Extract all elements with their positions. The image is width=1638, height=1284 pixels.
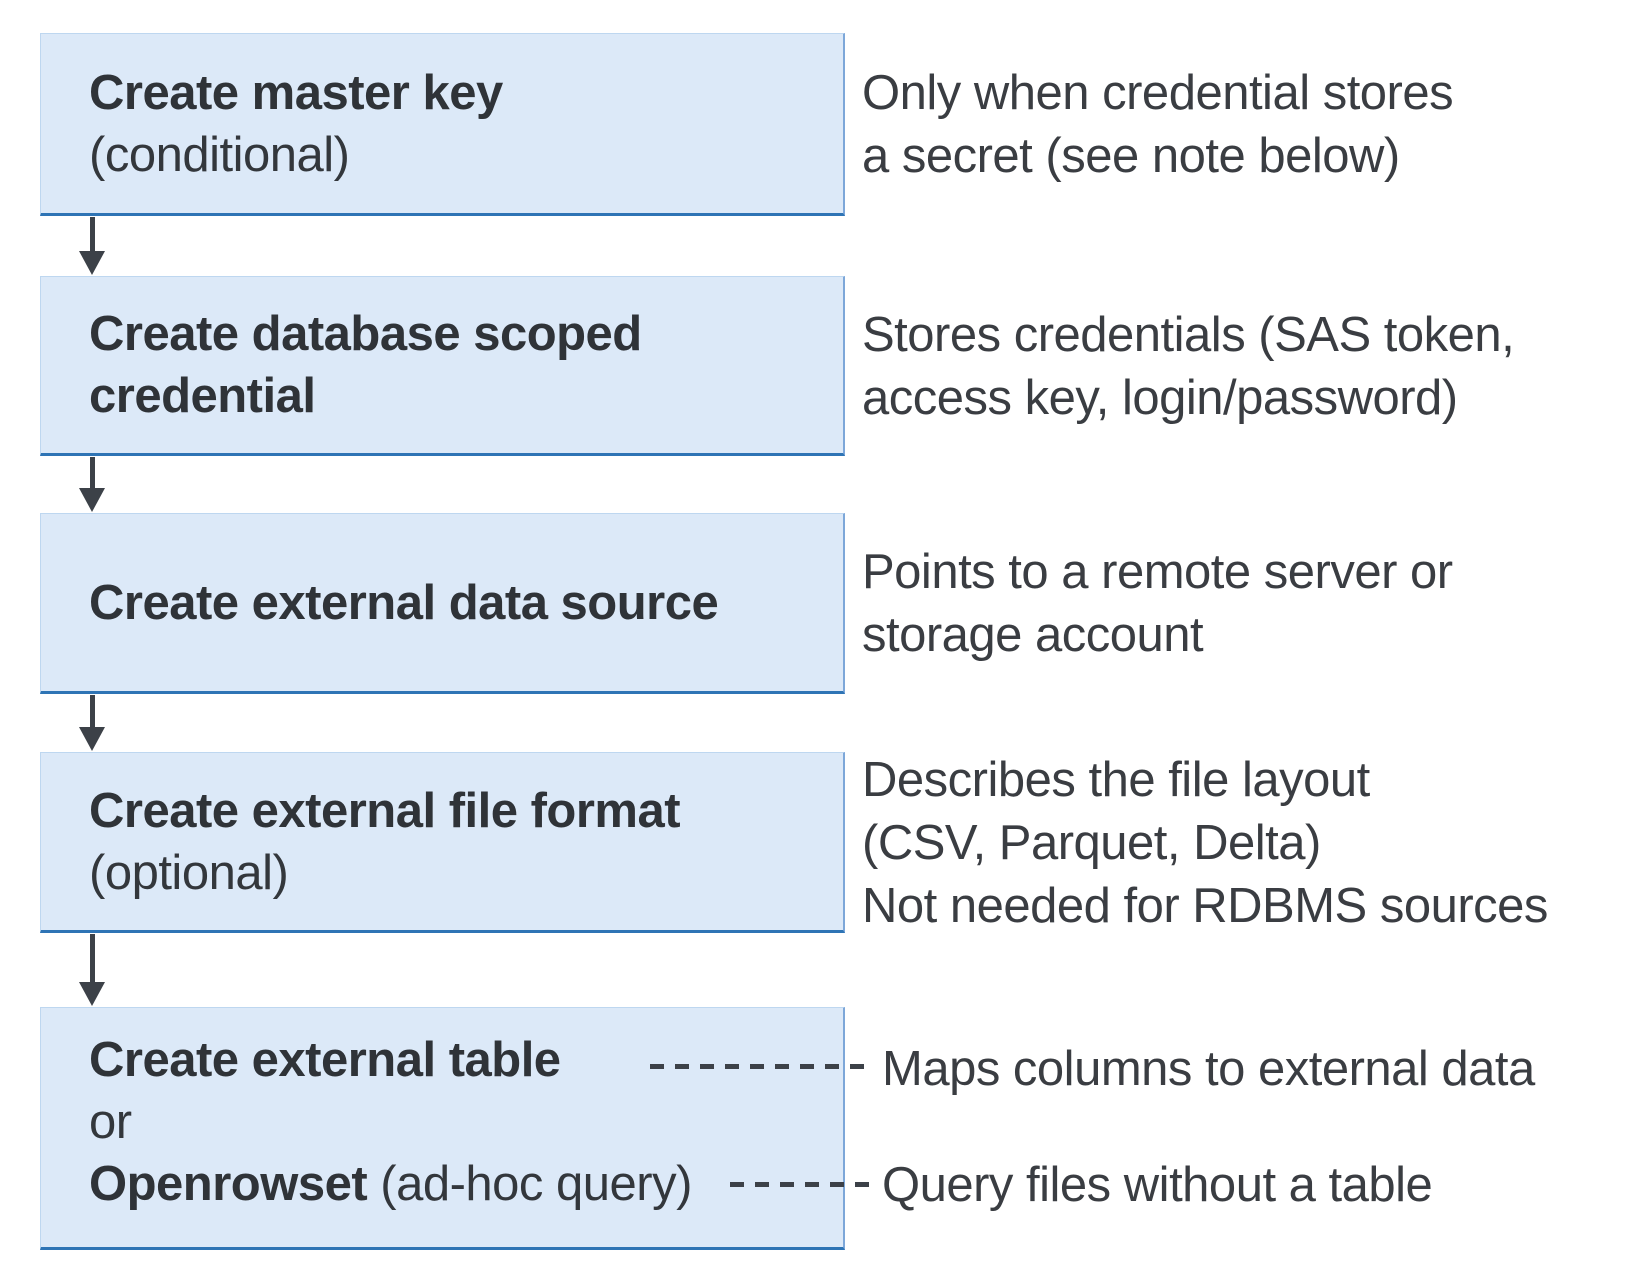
step-title: Create master key — [89, 65, 503, 120]
step-title: Create external file format — [89, 783, 681, 838]
description-external-data-source: Points to a remote server or storage acc… — [862, 545, 1453, 662]
step-title: Create external data source — [89, 575, 719, 630]
dashed-connector-openrowset — [730, 1182, 870, 1187]
flow-arrow-down-icon — [78, 457, 106, 512]
description-scoped-credential: Stores credentials (SAS token, access ke… — [862, 308, 1515, 425]
step-box-create-database-scoped-credential: Create database scoped credential — [40, 276, 845, 456]
description-openrowset: Query files without a table — [882, 1158, 1433, 1212]
step-alt-line: Openrowset (ad-hoc query) — [89, 1153, 843, 1227]
step-note: (conditional) — [89, 127, 350, 182]
step-title: Create database scoped credential — [89, 307, 642, 423]
step-box-create-external-data-source: Create external data source — [40, 513, 845, 694]
step-note: (optional) — [89, 845, 289, 900]
step-or-label: or — [89, 1094, 132, 1149]
description-external-file-format: Describes the file layout (CSV, Parquet,… — [862, 753, 1548, 933]
description-external-table: Maps columns to external data — [882, 1042, 1535, 1096]
flow-arrow-down-icon — [78, 934, 106, 1006]
step-box-create-master-key: Create master key (conditional) — [40, 33, 845, 216]
flow-arrow-down-icon — [78, 217, 106, 275]
step-box-create-external-table-or-openrowset: Create external table or Openrowset (ad-… — [40, 1007, 845, 1250]
step-alt-title: Openrowset — [89, 1156, 368, 1211]
description-master-key: Only when credential stores a secret (se… — [862, 66, 1454, 183]
step-title: Create external table — [89, 1032, 561, 1087]
dashed-connector-external-table — [650, 1064, 872, 1069]
flow-arrow-down-icon — [78, 695, 106, 751]
step-box-create-external-file-format: Create external file format (optional) — [40, 752, 845, 933]
step-alt-note: (ad-hoc query) — [367, 1156, 692, 1211]
